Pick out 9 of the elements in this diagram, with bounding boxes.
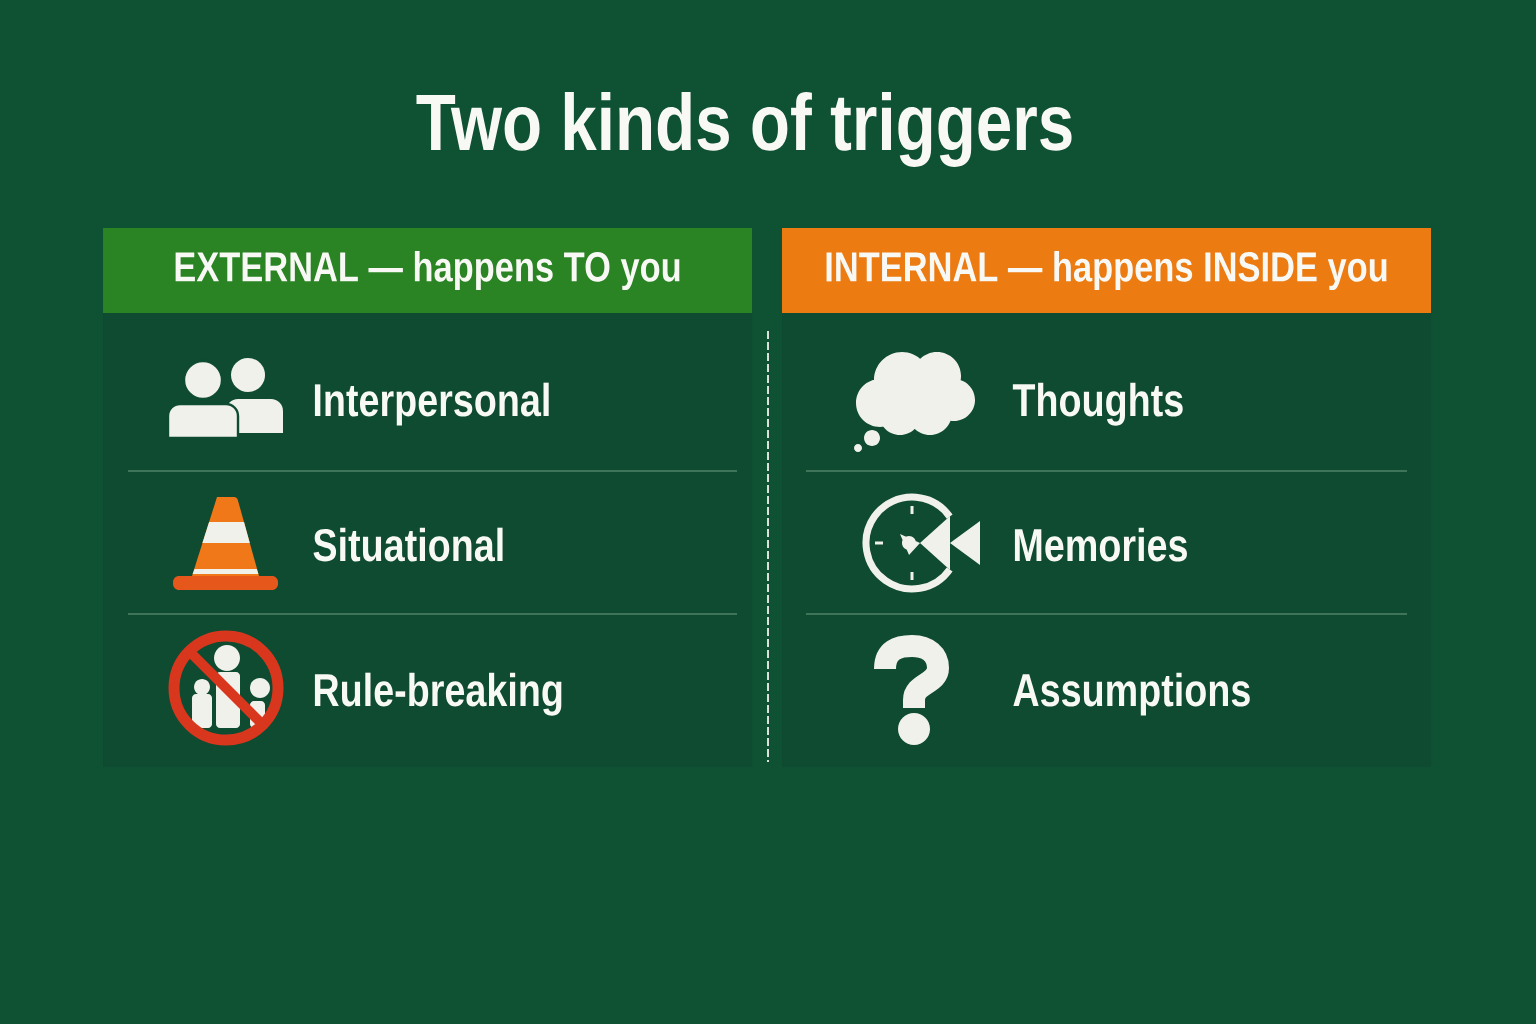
header-band: INTERNAL — happens INSIDE you: [782, 228, 1431, 313]
item-label: Situational: [313, 527, 503, 562]
header-band: EXTERNAL — happens TO you: [103, 228, 752, 313]
item-label: Memories: [1014, 527, 1187, 562]
item-label: Rule-breaking: [314, 672, 562, 716]
item-label: Thoughts: [1012, 382, 1183, 426]
item-label: Interpersonal: [314, 382, 549, 426]
title: Two kinds of triggers: [416, 92, 1072, 167]
item-label: Assumptions: [1013, 672, 1250, 716]
